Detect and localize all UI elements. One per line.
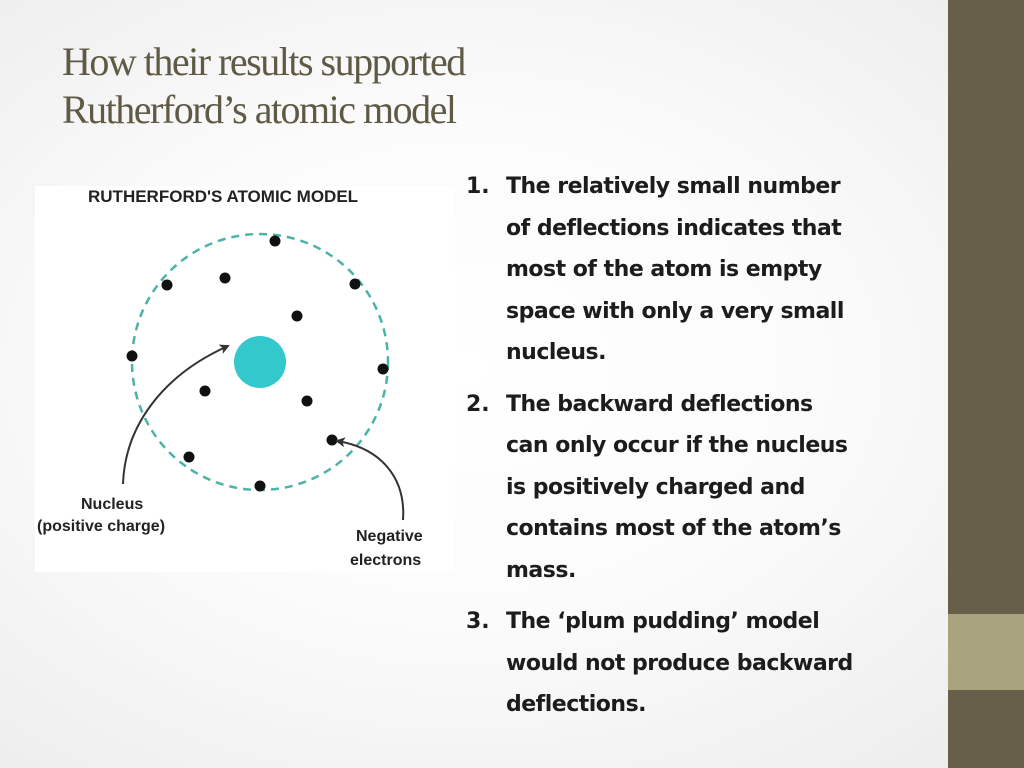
- list-item: 2. The backward deflections can only occ…: [466, 384, 936, 592]
- slide-title-line-2: Rutherford’s atomic model: [62, 87, 457, 132]
- nucleus: [234, 336, 286, 388]
- electron: [199, 385, 211, 397]
- explanation-list: 1. The relatively small number of deflec…: [466, 166, 936, 736]
- slide-title-line-1: How their results supported: [62, 39, 466, 84]
- electron: [219, 272, 231, 284]
- list-item: 1. The relatively small number of deflec…: [466, 166, 936, 374]
- electron: [183, 451, 195, 463]
- electron-label-line-2: electrons: [350, 552, 421, 569]
- list-item-text: The relatively small number of deflectio…: [506, 174, 844, 365]
- electron: [326, 434, 338, 446]
- electron: [291, 310, 303, 322]
- electron-pointer-arrow: [335, 437, 405, 521]
- atomic-model-diagram: RUTHERFORD'S ATOMIC MODEL Nucleus (posit…: [35, 186, 455, 572]
- electron: [301, 395, 313, 407]
- sidebar-accent-block: [948, 614, 1024, 690]
- list-item-number: 2.: [466, 391, 490, 417]
- list-item: 3. The ‘plum pudding’ model would not pr…: [466, 601, 936, 726]
- electron: [349, 278, 361, 290]
- list-item-number: 3.: [466, 609, 490, 634]
- nucleus-label-line-2: (positive charge): [37, 518, 165, 535]
- list-item-number: 1.: [466, 174, 490, 199]
- electron-label-line-1: Negative: [356, 528, 423, 545]
- electron: [269, 235, 281, 247]
- electron: [161, 279, 173, 291]
- electron: [126, 350, 138, 362]
- nucleus-pointer-arrow: [122, 344, 230, 485]
- atomic-model-svg: RUTHERFORD'S ATOMIC MODEL Nucleus (posit…: [37, 187, 423, 569]
- nucleus-label-line-1: Nucleus: [81, 496, 143, 513]
- list-item-text: The ‘plum pudding’ model would not produ…: [506, 609, 853, 717]
- list-item-text: The backward deflections can only occur …: [506, 391, 848, 583]
- diagram-heading: RUTHERFORD'S ATOMIC MODEL: [88, 187, 358, 206]
- slide-title: How their results supported Rutherford’s…: [62, 38, 922, 134]
- electron: [377, 363, 389, 375]
- electrons-group: [126, 235, 389, 492]
- electron: [254, 480, 266, 492]
